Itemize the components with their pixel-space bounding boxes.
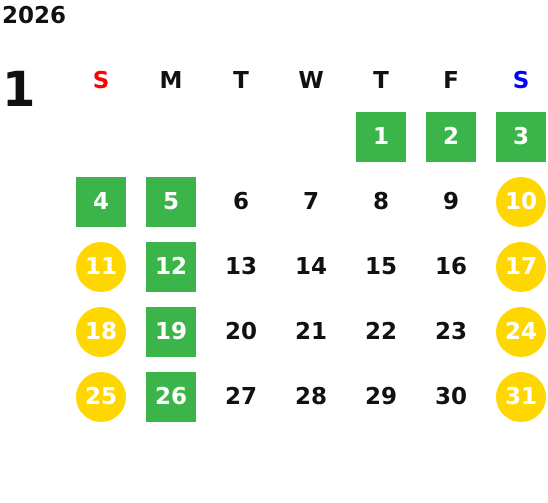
day-cell[interactable]: 26 <box>136 364 206 429</box>
day-number: 27 <box>224 383 257 410</box>
weekday-sunday: S <box>92 68 110 94</box>
day-cell[interactable]: 17 <box>486 234 548 299</box>
day-number: 1 <box>356 111 406 162</box>
day-number: 30 <box>434 383 467 410</box>
day-number: 4 <box>76 176 126 227</box>
day-cell[interactable]: 4 <box>66 169 136 234</box>
day-cell[interactable]: 12 <box>136 234 206 299</box>
day-cell[interactable]: 29 <box>346 364 416 429</box>
calendar-month: 1 <box>2 62 36 118</box>
day-cell[interactable]: 28 <box>276 364 346 429</box>
day-number: 26 <box>146 371 196 422</box>
day-number: 5 <box>146 176 196 227</box>
day-number: 16 <box>434 253 467 280</box>
day-cell[interactable]: 14 <box>276 234 346 299</box>
day-cell[interactable]: 9 <box>416 169 486 234</box>
day-number: 21 <box>294 318 327 345</box>
day-number: 15 <box>364 253 397 280</box>
empty-day-cell <box>136 104 206 169</box>
calendar-year: 2026 <box>2 3 67 29</box>
day-number: 13 <box>224 253 257 280</box>
weekday-tuesday: T <box>233 68 249 94</box>
day-cell[interactable]: 21 <box>276 299 346 364</box>
day-number: 24 <box>496 306 546 357</box>
day-cell[interactable]: 11 <box>66 234 136 299</box>
day-number: 25 <box>76 371 126 422</box>
day-cell[interactable]: 22 <box>346 299 416 364</box>
weekday-monday: M <box>159 68 183 94</box>
day-cell[interactable]: 25 <box>66 364 136 429</box>
day-number: 19 <box>146 306 196 357</box>
day-number: 11 <box>76 241 126 292</box>
day-number: 12 <box>146 241 196 292</box>
day-number: 7 <box>302 188 319 215</box>
day-cell[interactable]: 31 <box>486 364 548 429</box>
day-number: 9 <box>442 188 459 215</box>
day-cell[interactable]: 27 <box>206 364 276 429</box>
empty-day-cell <box>206 104 276 169</box>
day-number: 23 <box>434 318 467 345</box>
empty-day-cell <box>276 104 346 169</box>
day-cell[interactable]: 20 <box>206 299 276 364</box>
day-cell[interactable]: 13 <box>206 234 276 299</box>
day-cell[interactable]: 3 <box>486 104 548 169</box>
day-number: 14 <box>294 253 327 280</box>
empty-day-cell <box>66 104 136 169</box>
day-number: 6 <box>232 188 249 215</box>
day-cell[interactable]: 30 <box>416 364 486 429</box>
weekday-friday: F <box>443 68 459 94</box>
day-cell[interactable]: 6 <box>206 169 276 234</box>
day-number: 2 <box>426 111 476 162</box>
day-cell[interactable]: 5 <box>136 169 206 234</box>
day-cell[interactable]: 16 <box>416 234 486 299</box>
day-cell[interactable]: 23 <box>416 299 486 364</box>
day-number: 22 <box>364 318 397 345</box>
day-number: 28 <box>294 383 327 410</box>
day-cell[interactable]: 15 <box>346 234 416 299</box>
day-number: 8 <box>372 188 389 215</box>
day-number: 29 <box>364 383 397 410</box>
day-cell[interactable]: 8 <box>346 169 416 234</box>
day-number: 10 <box>496 176 546 227</box>
weekday-saturday: S <box>512 68 530 94</box>
day-cell[interactable]: 19 <box>136 299 206 364</box>
weekday-thursday: T <box>373 68 389 94</box>
day-number: 18 <box>76 306 126 357</box>
day-number: 3 <box>496 111 546 162</box>
day-cell[interactable]: 1 <box>346 104 416 169</box>
day-cell[interactable]: 18 <box>66 299 136 364</box>
day-number: 20 <box>224 318 257 345</box>
day-cell[interactable]: 10 <box>486 169 548 234</box>
day-number: 31 <box>496 371 546 422</box>
weekday-wednesday: W <box>298 68 324 94</box>
day-cell[interactable]: 2 <box>416 104 486 169</box>
day-cell[interactable]: 7 <box>276 169 346 234</box>
day-number: 17 <box>496 241 546 292</box>
day-cell[interactable]: 24 <box>486 299 548 364</box>
